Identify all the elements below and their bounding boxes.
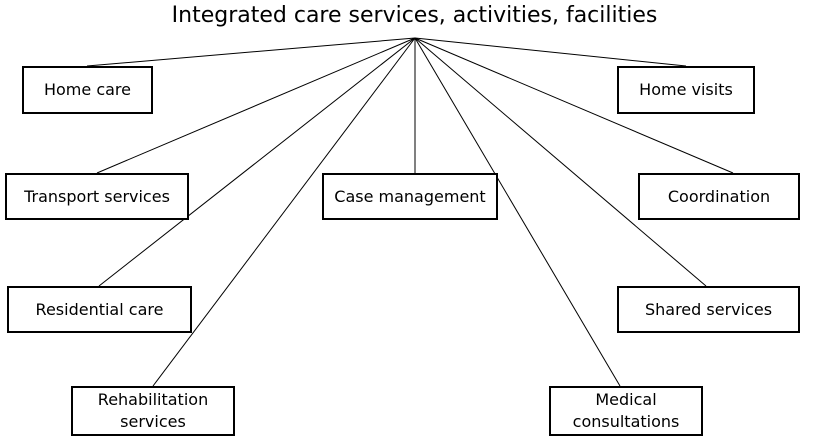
node-home-visits: Home visits — [617, 66, 755, 114]
node-label-line-2: services — [120, 412, 186, 431]
diagram-title: Integrated care services, activities, fa… — [171, 3, 658, 28]
node-label: Transport services — [24, 186, 170, 206]
node-label-line-2: consultations — [572, 412, 680, 431]
connector-rehabilitation-services — [152, 37, 416, 387]
node-label-line-1: Medical — [595, 390, 657, 409]
connector-shared-services — [414, 37, 707, 287]
node-label: Shared services — [644, 299, 773, 319]
node-label-line-1: Rehabilitation — [97, 390, 209, 409]
connector-medical-consultations — [414, 37, 621, 387]
connector-residential-care — [98, 37, 416, 287]
node-label: Residential care — [35, 299, 164, 319]
node-label: Case management — [334, 186, 486, 206]
node-transport-services: Transport services — [5, 173, 189, 220]
node-medical-consultations: Medical consultations — [549, 386, 703, 436]
node-label: Home care — [43, 80, 131, 99]
connector-coordination — [414, 37, 734, 174]
node-shared-services: Shared services — [617, 286, 800, 333]
node-home-care: Home care — [22, 66, 153, 114]
connector-transport-services — [96, 37, 416, 174]
node-label: Coordination — [667, 186, 771, 206]
node-label: Home visits — [639, 80, 733, 99]
node-residential-care: Residential care — [7, 286, 192, 333]
node-rehabilitation-services: Rehabilitation services — [71, 386, 235, 436]
connector-home-visits — [414, 37, 687, 67]
node-coordination: Coordination — [638, 173, 800, 220]
connector-home-care — [86, 37, 416, 67]
node-case-management: Case management — [322, 173, 498, 220]
